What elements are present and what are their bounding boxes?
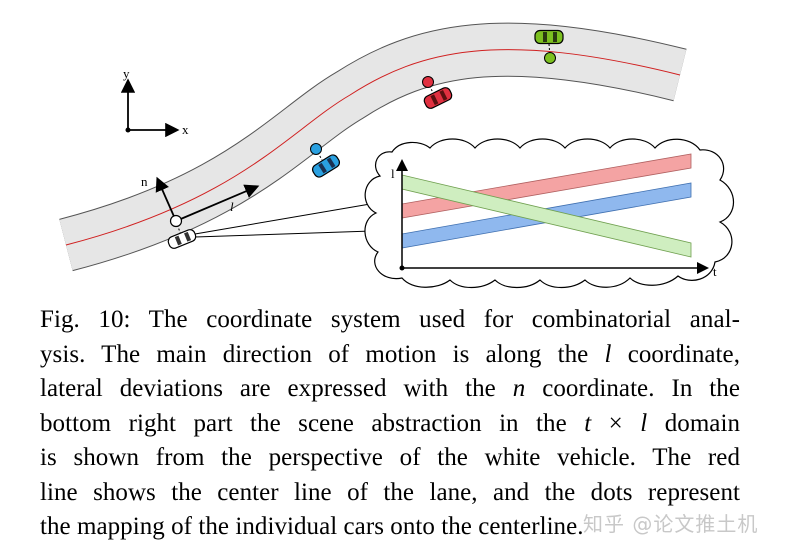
callout-line-bottom xyxy=(194,230,373,238)
caption-line-7: the mapping of the individual cars onto … xyxy=(40,513,584,540)
coordinate-system-figure: y x n l l t xyxy=(59,22,734,289)
l-axis-label: l xyxy=(230,199,234,214)
n-axis-label: n xyxy=(141,174,148,189)
x-axis-label: x xyxy=(182,122,189,137)
caption-line-4: bottom right part the scene abstraction … xyxy=(40,409,741,437)
lane-centerline xyxy=(65,49,681,246)
n-coordinate-symbol: n xyxy=(512,375,526,402)
caption-line-5: is shown from the perspective of the whi… xyxy=(40,444,740,471)
green-car-projection-dot xyxy=(544,52,556,64)
origin-dot xyxy=(125,127,131,133)
figure-caption: Fig. 10: The coordinate system used for … xyxy=(40,303,740,545)
caption-line-2: ysis. The main direction of motion is al… xyxy=(40,340,740,368)
caption-line-3: lateral deviations are expressed with th… xyxy=(40,375,740,402)
red-car-projection-dot xyxy=(422,76,434,88)
l-symbol: l xyxy=(640,409,648,437)
blue-car xyxy=(311,154,341,178)
inset-origin-dot xyxy=(399,265,405,271)
n-axis-arrow xyxy=(155,176,177,222)
caption-line-6: line shows the center line of the lane, … xyxy=(40,478,740,506)
l-coordinate-symbol: l xyxy=(604,340,612,368)
t-symbol: t xyxy=(584,409,592,437)
red-car xyxy=(423,87,453,109)
y-axis-label: y xyxy=(123,66,130,81)
caption-line-1: Fig. 10: The coordinate system used for … xyxy=(40,306,740,333)
blue-car-projection-dot xyxy=(310,143,322,155)
inset-l-label: l xyxy=(391,166,395,181)
green-car xyxy=(534,29,564,45)
l-axis-arrow xyxy=(175,184,260,222)
white-car-projection-dot xyxy=(169,214,183,228)
inset-t-label: t xyxy=(713,264,717,279)
callout-line-top xyxy=(194,202,377,235)
watermark: 知乎 @论文推土机 xyxy=(583,512,759,536)
